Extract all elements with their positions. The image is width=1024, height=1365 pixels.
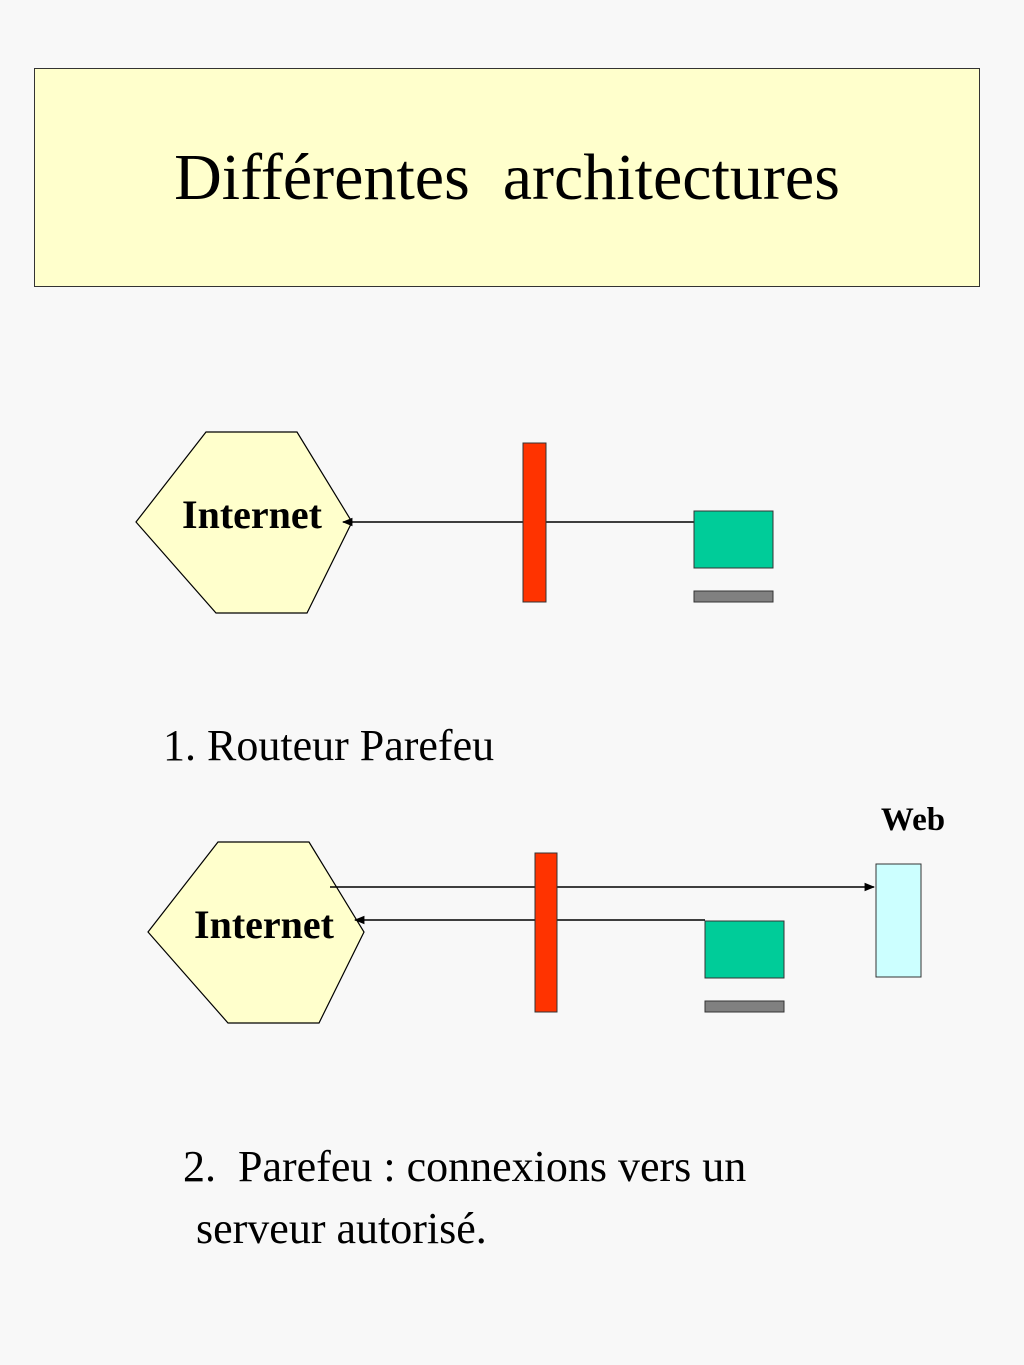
diagram-router-firewall: Internet — [135, 431, 774, 614]
caption-router-firewall: 1. Routeur Parefeu — [163, 721, 495, 770]
diagram-firewall-server: Internet Web — [147, 802, 945, 1024]
workstation-keyboard — [704, 1000, 785, 1013]
workstation-screen — [693, 510, 774, 569]
internet-label: Internet — [194, 902, 335, 947]
firewall-bar — [522, 442, 547, 603]
page-title: Différentes architectures — [174, 140, 840, 214]
title-box: Différentes architectures — [34, 68, 980, 287]
workstation-screen — [704, 920, 785, 979]
internet-label: Internet — [182, 492, 323, 537]
internet-node — [135, 431, 353, 614]
web-server — [875, 863, 922, 978]
workstation-keyboard — [693, 590, 774, 603]
web-server-label: Web — [881, 802, 945, 838]
caption-firewall-server-line2: serveur autorisé. — [196, 1204, 487, 1253]
internet-node — [147, 841, 365, 1024]
firewall-bar — [534, 852, 558, 1013]
caption-firewall-server-line1: 2. Parefeu : connexions vers un — [183, 1142, 747, 1191]
